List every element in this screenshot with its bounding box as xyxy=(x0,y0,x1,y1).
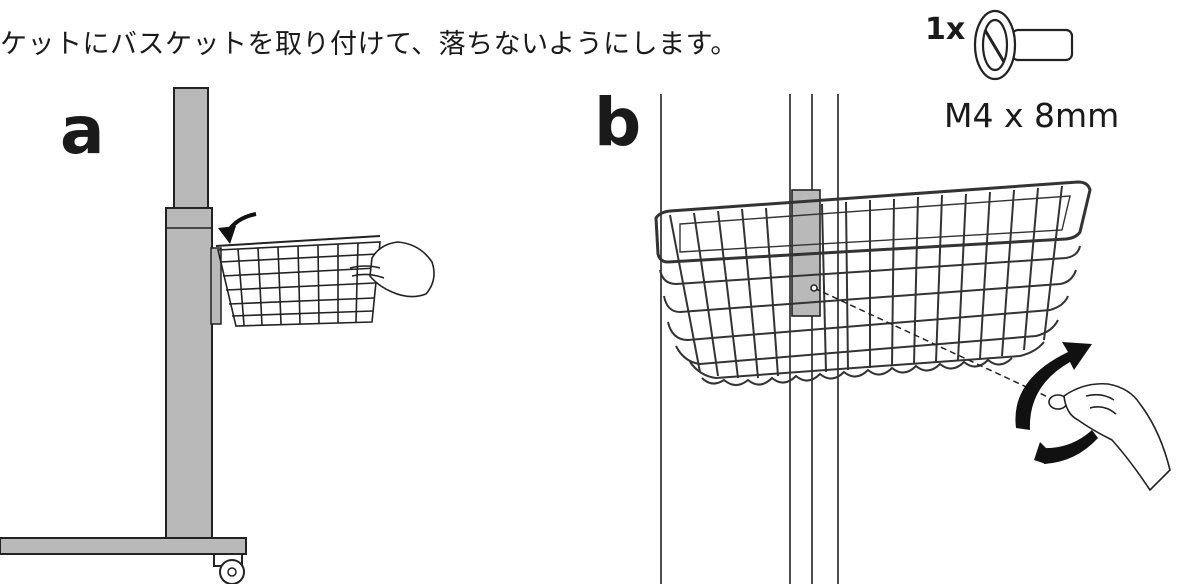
pole-icon xyxy=(660,94,839,584)
pole-icon xyxy=(0,87,247,555)
hardware-size: M4 x 8mm xyxy=(944,96,1120,135)
instruction-text: ケットにバスケットを取り付けて、落ちないようにします。 xyxy=(0,29,738,60)
wire-basket-icon xyxy=(215,235,381,327)
hardware-quantity: 1x xyxy=(925,12,966,47)
step-label-b: b xyxy=(594,84,642,161)
hand-icon xyxy=(349,241,435,298)
curved-arrow-icon xyxy=(218,212,257,244)
step-label-a: a xyxy=(60,92,105,169)
screw-path-line xyxy=(813,287,1051,399)
screw-icon xyxy=(973,9,1074,81)
hand-icon xyxy=(1048,382,1171,492)
wheel-icon xyxy=(213,553,245,584)
wire-basket-icon xyxy=(654,180,1092,386)
rotate-arrow-icon xyxy=(1015,342,1098,464)
